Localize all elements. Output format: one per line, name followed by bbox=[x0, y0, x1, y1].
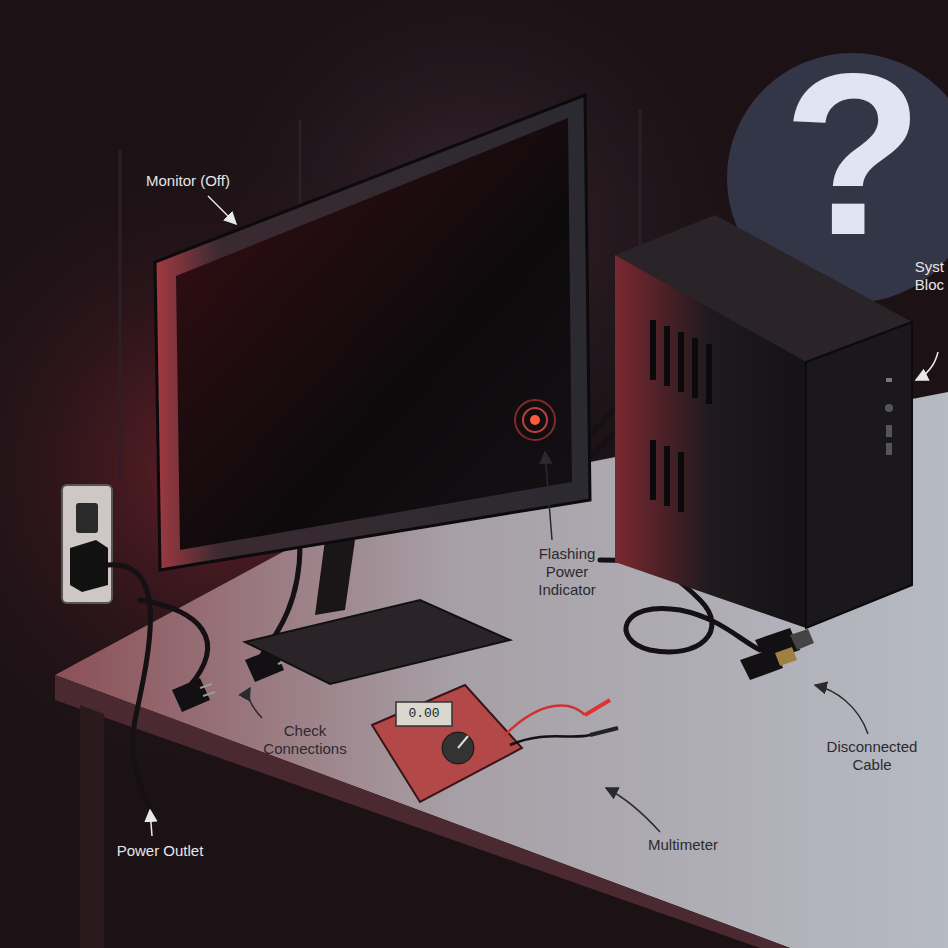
meter-reading: 0.00 bbox=[398, 705, 450, 723]
part-label: Check Connections bbox=[240, 722, 370, 758]
question-mark: ? bbox=[778, 30, 928, 280]
part-label: Flashing Power Indicator bbox=[526, 545, 608, 599]
part-label: Power Outlet bbox=[100, 842, 220, 860]
part-label: Multimeter bbox=[628, 836, 738, 854]
part-label: Disconnected Cable bbox=[820, 738, 924, 774]
part-label: Monitor (Off) bbox=[146, 172, 266, 190]
part-label: Syst Bloc bbox=[896, 258, 944, 294]
